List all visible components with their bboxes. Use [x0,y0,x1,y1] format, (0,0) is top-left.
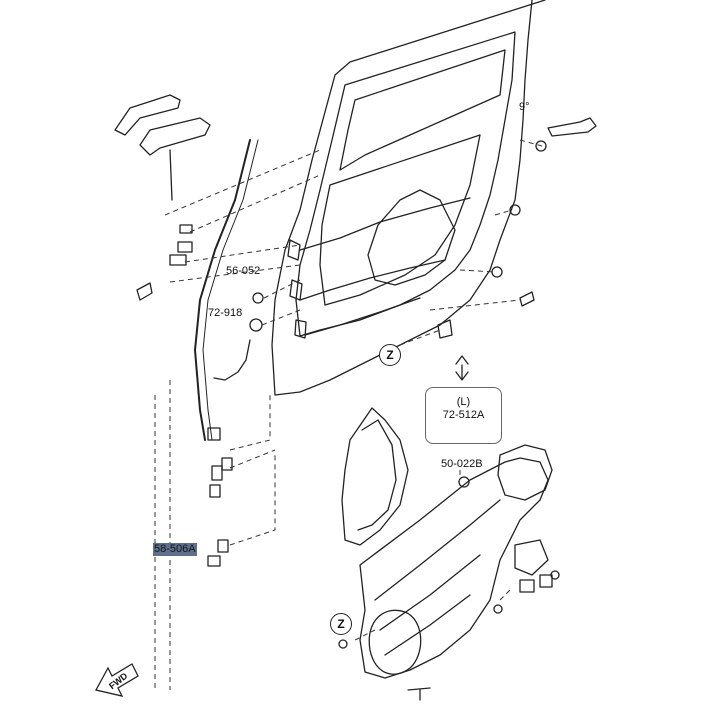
part-72-918 [249,318,263,332]
door-detail-2 [367,189,456,286]
side-label: (L) [456,396,471,408]
outer-handle [114,94,181,136]
weatherstrip [194,139,251,441]
door-module-panel [359,457,549,679]
reference-box-72-512A[interactable]: (L) 72-512A [425,387,502,444]
window-opening [319,134,481,306]
window-upper [339,49,506,171]
callout-50-022B[interactable]: 50-022B [441,458,483,470]
part-58-506A [217,539,229,553]
door-inner-panel [299,197,471,336]
callout-58-506A[interactable]: 58-506A [153,543,197,556]
speaker-housing [368,609,422,675]
clip-1 [179,224,193,234]
window-regulator [341,407,409,546]
fwd-arrow [95,663,139,697]
door-frame-inner [295,31,516,337]
angle-label: 9° [519,101,530,113]
regulator-motor [514,539,549,576]
callout-72-918[interactable]: 72-918 [208,307,243,319]
zone-marker-z-upper[interactable]: Z [379,344,401,366]
door-frame [271,0,546,396]
glass-run-bracket [497,444,553,501]
callout-72-512A: 72-512A [442,409,485,421]
part-56-052 [252,292,264,304]
door-detail-1 [287,239,307,339]
callout-56-052[interactable]: 56-052 [226,265,261,277]
zone-marker-z-lower[interactable]: Z [330,613,352,635]
